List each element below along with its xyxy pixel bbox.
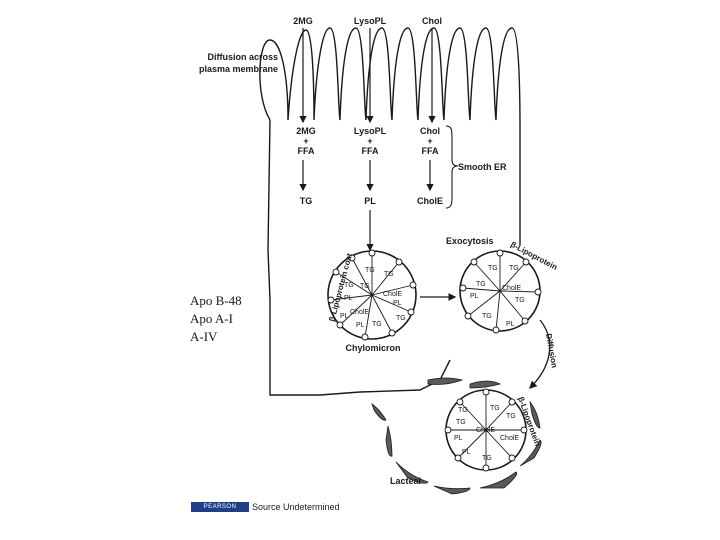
input-lysopl: LysoPL — [354, 16, 387, 26]
footer: PEARSON Source Undetermined — [191, 502, 340, 512]
chylo-label-8: PL — [393, 300, 402, 307]
lacteal-label-6: CholE — [500, 435, 519, 442]
lacteal-label-9: TG — [506, 413, 516, 420]
output-chole: CholE — [417, 196, 443, 206]
lacteal-label-4: CholE — [476, 427, 495, 434]
chylo-label-4: TG — [360, 283, 370, 290]
enterocyte-cell-lower-outline — [267, 119, 451, 396]
lacteal-label-1: TG — [458, 407, 468, 414]
chylo-label-2: TG — [384, 271, 394, 278]
exo-label-8: PL — [506, 321, 515, 328]
er-lysopl: LysoPL — [354, 126, 387, 136]
exo-label-5: PL — [470, 293, 479, 300]
input-chol: Chol — [422, 16, 442, 26]
er-2mg: 2MG — [296, 126, 316, 136]
exocytosis-label: Exocytosis — [446, 236, 494, 246]
exo-label-1: TG — [488, 265, 498, 272]
chylomicron-particle: TG TG TG TG CholE PL CholE PL PL TG TG P… — [327, 249, 417, 341]
chylo-label-9: PL — [340, 313, 349, 320]
diffusion-label-line1: Diffusion across — [207, 52, 278, 62]
chylo-label-6: PL — [344, 295, 353, 302]
er-plus-1: + — [303, 136, 308, 146]
er-ffa-2: FFA — [362, 146, 379, 156]
output-tg: TG — [300, 196, 313, 206]
chylo-label-3: TG — [344, 282, 354, 289]
chylo-label-12: PL — [356, 322, 365, 329]
chylo-label-5: CholE — [383, 291, 402, 298]
smooth-er-label: Smooth ER — [458, 162, 507, 172]
er-plus-3: + — [427, 136, 432, 146]
diffusion-label-line2: plasma membrane — [199, 64, 278, 74]
lacteal-wall — [371, 377, 542, 495]
chylomicron-label: Chylomicron — [345, 343, 400, 353]
exo-label-7: TG — [482, 313, 492, 320]
smooth-er-brace — [445, 125, 459, 209]
lacteal-particle: TG TG TG CholE PL CholE PL TG TG — [444, 388, 528, 472]
publisher-logo: PEARSON — [191, 502, 249, 512]
source-text: Source Undetermined — [252, 502, 340, 512]
er-ffa-3: FFA — [422, 146, 439, 156]
lacteal-label-8: TG — [482, 455, 492, 462]
output-pl: PL — [364, 196, 376, 206]
er-plus-2: + — [367, 136, 372, 146]
er-chol: Chol — [420, 126, 440, 136]
lacteal-label-3: TG — [456, 419, 466, 426]
lacteal-label-5: PL — [454, 435, 463, 442]
exo-label-6: TG — [515, 297, 525, 304]
apo-b48-label: Apo B-48 — [190, 293, 242, 308]
exocytosis-particle: TG TG TG CholE PL TG TG PL — [459, 249, 542, 334]
lacteal-label-2: TG — [490, 405, 500, 412]
exo-label-3: TG — [476, 281, 486, 288]
chylo-label-10: TG — [396, 315, 406, 322]
chylo-label-11: TG — [372, 321, 382, 328]
lacteal-label: Lacteal — [390, 476, 421, 486]
enterocyte-cell-outline — [259, 27, 521, 245]
diffusion-arrow — [529, 319, 551, 389]
input-2mg: 2MG — [293, 16, 313, 26]
exo-label-2: TG — [509, 265, 519, 272]
chylo-label-1: TG — [365, 267, 375, 274]
apo-a1-label: Apo A-I — [190, 311, 233, 326]
exo-label-4: CholE — [502, 285, 521, 292]
er-ffa-1: FFA — [298, 146, 315, 156]
apo-a4-label: A-IV — [190, 329, 218, 344]
chylo-label-7: CholE — [350, 309, 369, 316]
lacteal-label-7: PL — [462, 449, 471, 456]
